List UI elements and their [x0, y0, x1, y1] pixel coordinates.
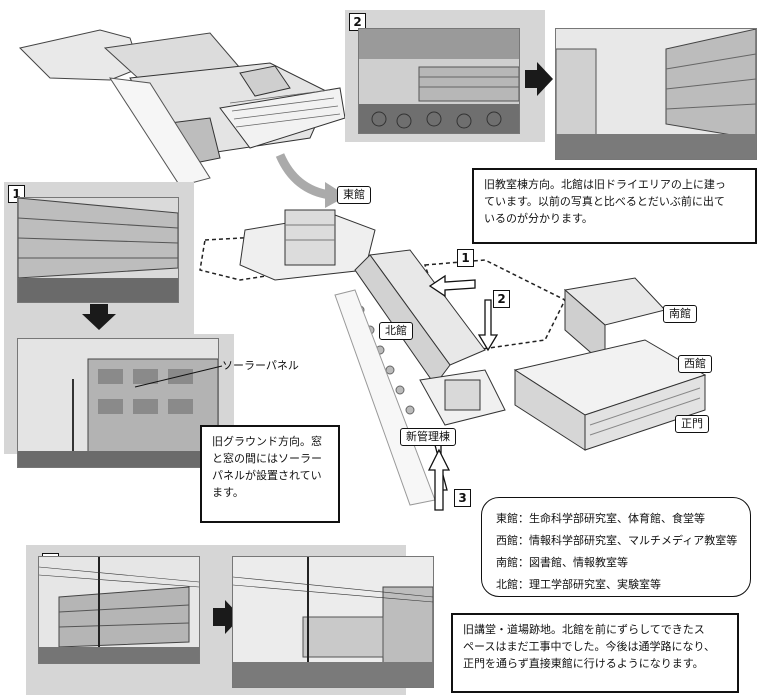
label-south-building: 南館: [663, 305, 697, 323]
caption-2-line-2: ています。以前の写真と比べるとだいぶ前に出て: [484, 195, 725, 208]
campus-map-illustration: [199, 209, 707, 511]
caption-2-line-1: 旧教室棟方向。北館は旧ドライエリアの上に建っ: [484, 178, 726, 191]
caption-photo-1: 旧グラウンド方向。窓 と窓の間にはソーラー パネルが設置されてい ます。: [200, 425, 340, 523]
map-marker-3: 3: [454, 489, 471, 507]
legend-item-east: 東館：生命科学部研究室、体育館、食堂等: [496, 512, 705, 525]
photo-2a-bicycle-parking: [358, 28, 520, 134]
photo-2b-north-building: [555, 28, 757, 160]
caption-1-line-3: パネルが設置されてい: [212, 469, 322, 482]
legend-item-west: 西館：情報科学部研究室、マルチメディア教室等: [496, 534, 738, 547]
curved-arrow-icon: [275, 153, 347, 208]
photo-number-2: 2: [349, 13, 366, 31]
caption-3-line-1: 旧講堂・道場跡地。北館を前にずらしてできたス: [463, 623, 705, 636]
legend-item-south: 南館：図書館、情報教室等: [496, 556, 628, 569]
old-campus-aerial-illustration: [19, 29, 346, 187]
label-north-building: 北館: [379, 322, 413, 340]
solar-panel-label: ソーラーパネル: [222, 359, 299, 372]
building-legend: 東館：生命科学部研究室、体育館、食堂等 西館：情報科学部研究室、マルチメディア教…: [481, 497, 751, 597]
caption-photo-2: 旧教室棟方向。北館は旧ドライエリアの上に建っ ています。以前の写真と比べるとだい…: [472, 168, 757, 244]
label-west-building: 西館: [678, 355, 712, 373]
caption-1-line-1: 旧グラウンド方向。窓: [212, 435, 322, 448]
legend-item-north: 北館：理工学部研究室、実験室等: [496, 578, 661, 591]
label-main-gate: 正門: [675, 415, 709, 433]
arrow-down-icon: [82, 304, 116, 330]
caption-1-line-2: と窓の間にはソーラー: [212, 452, 322, 465]
map-marker-2: 2: [493, 290, 510, 308]
caption-photo-3: 旧講堂・道場跡地。北館を前にずらしてできたス ペースはまだ工事中でした。今後は通…: [451, 613, 739, 693]
photo-1a-old-ground: [17, 197, 179, 303]
photo-3a-old-auditorium: [38, 556, 200, 664]
arrow-right-icon-2: [213, 600, 241, 634]
photo-1b-solar-panel-building: [17, 338, 219, 468]
caption-1-line-4: ます。: [212, 486, 244, 499]
label-new-admin-building: 新管理棟: [400, 428, 456, 446]
map-marker-1: 1: [457, 249, 474, 267]
label-east-building: 東館: [337, 186, 371, 204]
caption-3-line-2: ペースはまだ工事中でした。今後は通学路になり、: [463, 640, 716, 653]
caption-3-line-3: 正門を通らず直接東館に行けるようになります。: [463, 657, 704, 670]
caption-2-line-3: いるのが分かります。: [484, 212, 593, 225]
solar-label-leader-line: [134, 365, 223, 388]
arrow-right-icon: [525, 62, 553, 96]
photo-3b-construction-site: [232, 556, 434, 688]
